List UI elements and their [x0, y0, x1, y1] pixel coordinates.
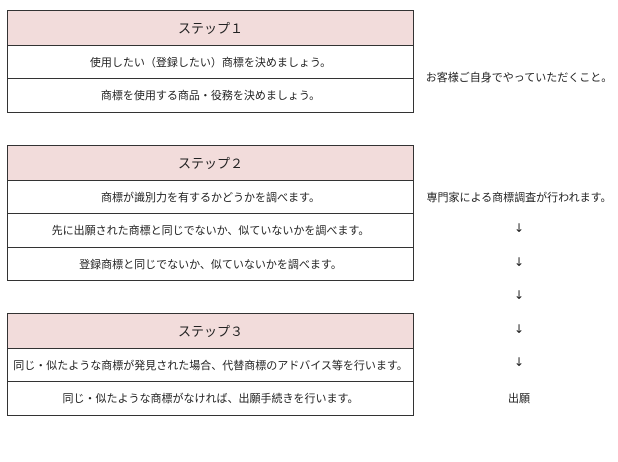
step1-title: ステップ１	[8, 11, 413, 45]
expert-note: 専門家による商標調査が行われます。	[426, 191, 612, 204]
step3-row-1: 同じ・似たような商標が発見された場合、代替商標のアドバイス等を行います。	[8, 347, 413, 382]
step1-table: ステップ１ 使用したい（登録したい）商標を決めましょう。 商標を使用する商品・役…	[7, 10, 414, 113]
step3-table: ステップ３ 同じ・似たような商標が発見された場合、代替商標のアドバイス等を行いま…	[7, 313, 414, 416]
step2-row-2: 先に出願された商標と同じでないか、似ていないかを調べます。	[8, 213, 413, 247]
step2-title: ステップ２	[8, 146, 413, 180]
down-arrow-5: ↓	[513, 355, 525, 369]
step2-table: ステップ２ 商標が識別力を有するかどうかを調べます。 先に出願された商標と同じで…	[7, 145, 414, 281]
step2-row-3: 登録商標と同じでないか、似ていないかを調べます。	[8, 246, 413, 281]
step1-row-2: 商標を使用する商品・役務を決めましょう。	[8, 78, 413, 112]
down-arrow-1: ↓	[513, 221, 525, 235]
step3-row-2: 同じ・似たような商標がなければ、出願手続きを行います。	[8, 381, 413, 415]
step3-title: ステップ３	[8, 314, 413, 348]
down-arrow-2: ↓	[513, 255, 525, 269]
down-arrow-4: ↓	[513, 322, 525, 336]
final-label: 出願	[508, 392, 530, 405]
down-arrow-3: ↓	[513, 288, 525, 302]
customer-note: お客様ご自身でやっていただくこと。	[425, 71, 613, 84]
step1-row-1: 使用したい（登録したい）商標を決めましょう。	[8, 44, 413, 79]
step2-row-1: 商標が識別力を有するかどうかを調べます。	[8, 179, 413, 214]
